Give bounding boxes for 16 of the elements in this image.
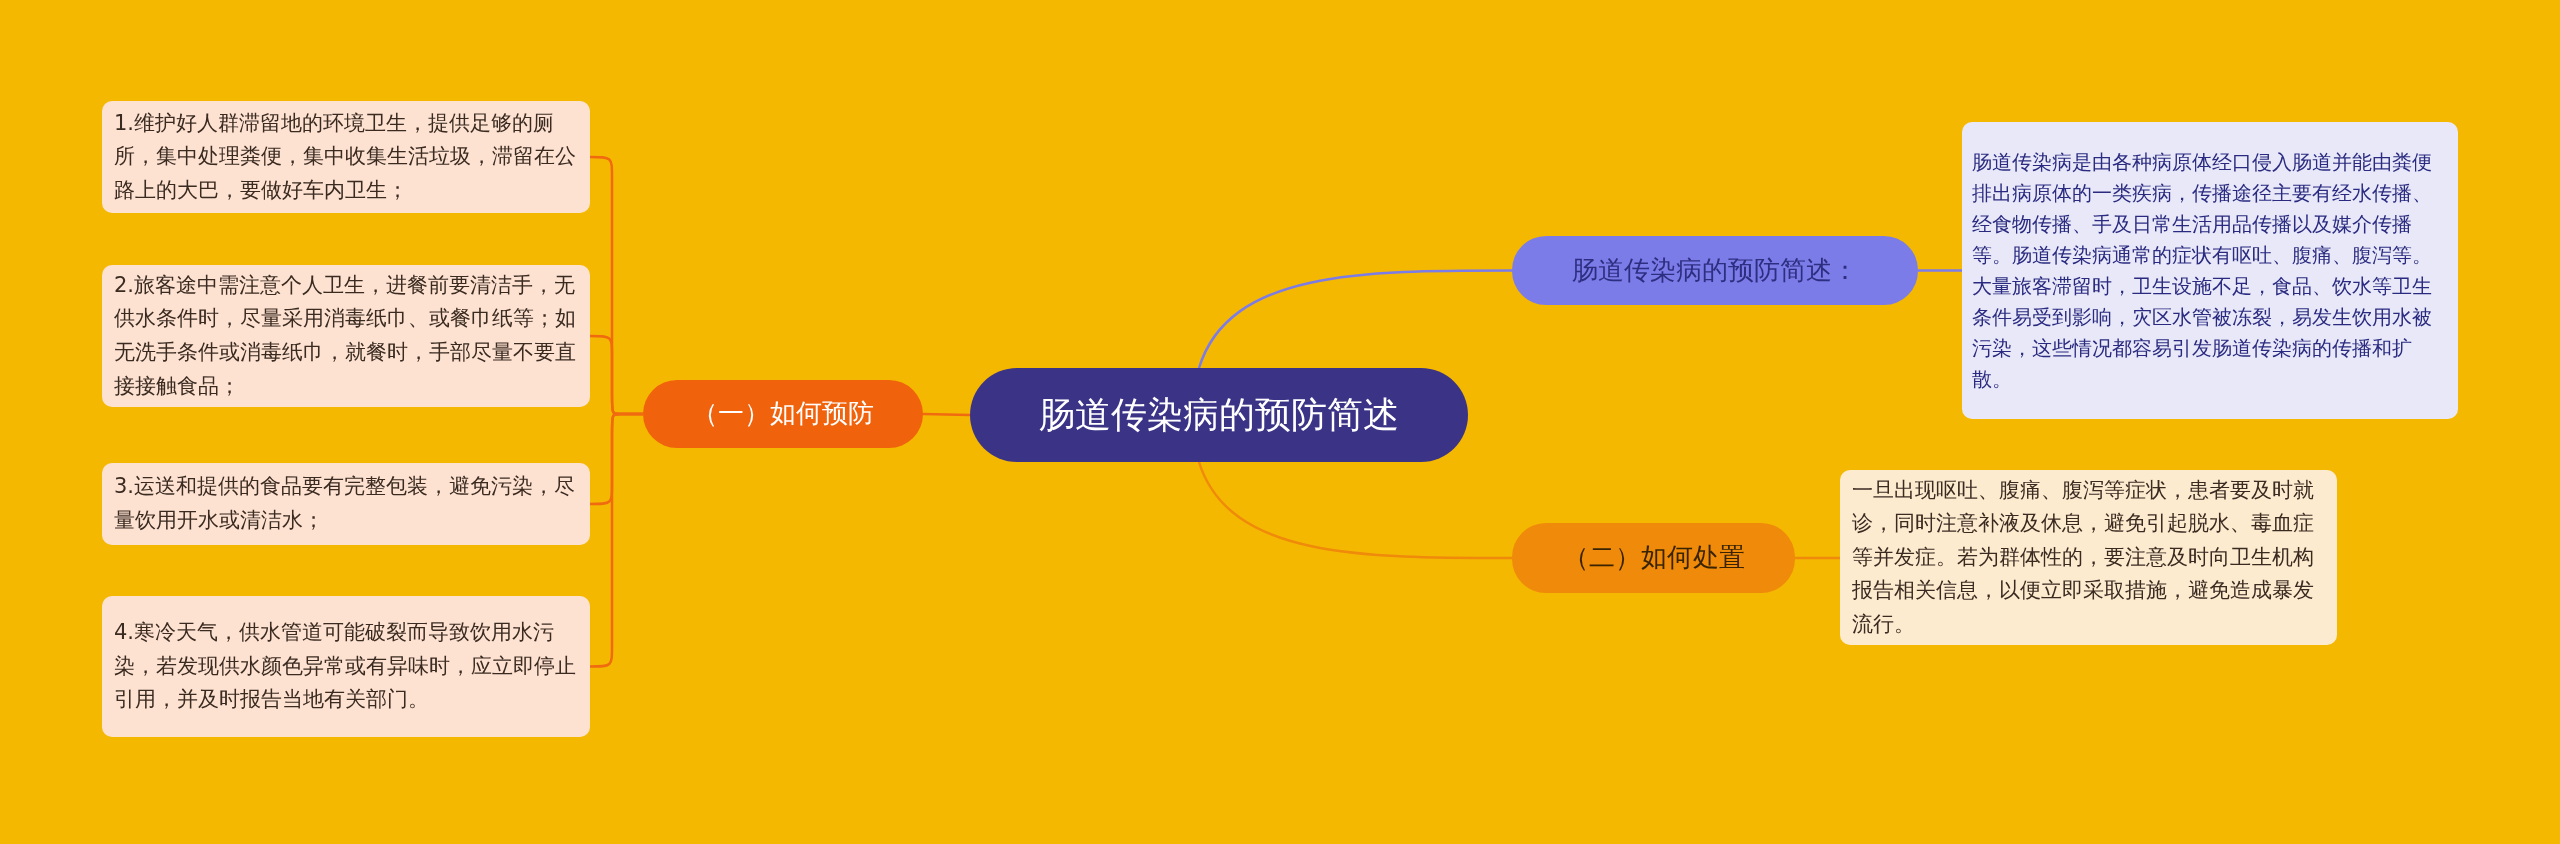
connector-line [1918,269,1962,272]
note-box: 一旦出现呕吐、腹痛、腹泻等症状，患者要及时就诊，同时注意补液及休息，避免引起脱水、毒血症等并发症。若为群体性的，要注意及时向卫生机构报告相关信息，以便立即采取措施，避免造成暴发流行。 [1840,470,2337,645]
note-box: 肠道传染病是由各种病原体经口侵入肠道并能由粪便排出病原体的一类疾病，传播途径主要有经水传播、经食物传播、手及日常生活用品传播以及媒介传播等。肠道传染病通常的症状有呕吐、腹痛、腹泻等。大量旅客滞留时，卫生设施不足，食品、饮水等卫生条件易受到影响，灾区水管被冻裂，易发生饮用水被污染，这些情况都容易引发肠道传染病的传播和扩散。 [1962,122,2458,419]
note-box: 3.运送和提供的食品要有完整包装，避免污染，尽量饮用开水或清洁水； [102,463,590,545]
branch-box: （二）如何处置 [1512,523,1795,593]
connector-line [1197,461,1512,560]
branch-box: （一）如何预防 [643,380,923,448]
note-box: 2.旅客途中需注意个人卫生，进餐前要清洁手，无供水条件时，尽量采用消毒纸巾、或餐巾纸等；如无洗手条件或消毒纸巾，就餐时，手部尽量不要直接接触食品； [102,265,590,407]
topic-box: 肠道传染病的预防简述 [970,368,1468,462]
connector-line [590,412,643,668]
branch-box: 肠道传染病的预防简述： [1512,236,1918,305]
connector-line [922,412,971,417]
connector-line [1795,556,1840,560]
note-box: 4.寒冷天气，供水管道可能破裂而导致饮用水污染，若发现供水颜色异常或有异味时，应立即停止引用，并及时报告当地有关部门。 [102,596,590,737]
note-box: 1.维护好人群滞留地的环境卫生，提供足够的厕所，集中处理粪便，集中收集生活垃圾，滞留在公路上的大巴，要做好车内卫生； [102,101,590,213]
connector-line [1197,269,1512,369]
